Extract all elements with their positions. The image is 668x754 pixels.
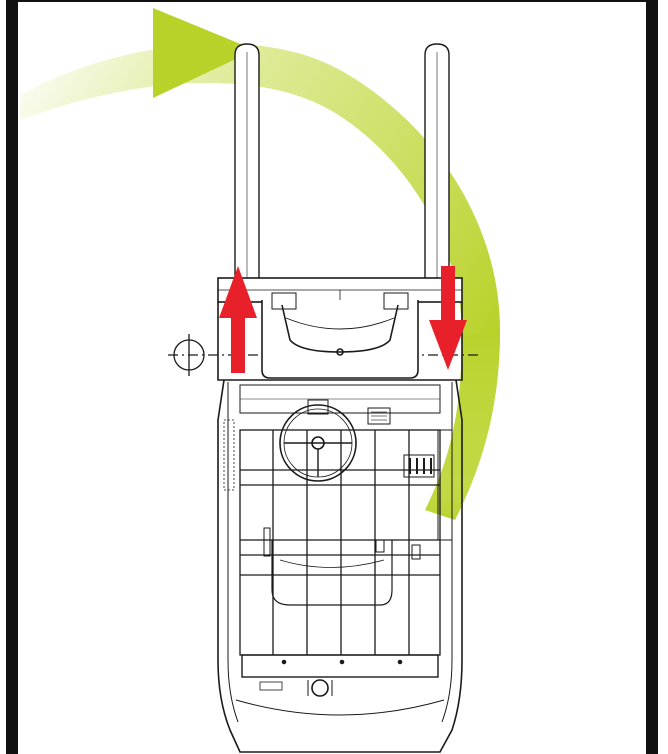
operator-seat	[271, 540, 393, 606]
frame-border	[6, 0, 658, 754]
arrow-up-icon	[219, 266, 257, 373]
forklift-body	[217, 277, 463, 753]
steering-wheel	[279, 404, 357, 482]
forks	[234, 43, 450, 290]
chassis-outline	[217, 379, 463, 753]
rotation-arrowhead	[153, 8, 255, 98]
counterweight	[241, 654, 439, 678]
mast-frame	[217, 302, 463, 381]
arrow-down-icon	[429, 266, 467, 370]
